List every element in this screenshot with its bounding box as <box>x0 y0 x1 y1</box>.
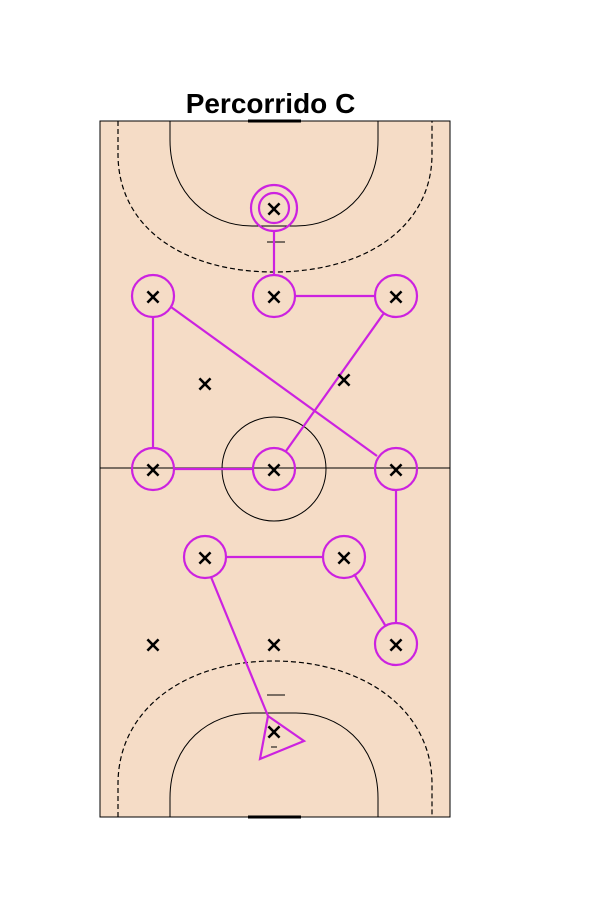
x-mark-icon: × <box>335 546 353 571</box>
x-mark-icon: × <box>265 285 283 310</box>
station-circle-icon <box>251 446 297 492</box>
station-circle-icon <box>373 273 419 319</box>
x-mark-icon: × <box>144 633 162 658</box>
x-mark-icon: × <box>387 458 405 483</box>
x-mark-icon: × <box>196 546 214 571</box>
station-circle-icon <box>373 621 419 667</box>
route-segment <box>353 573 386 626</box>
route-segment <box>209 576 270 717</box>
x-mark-icon: × <box>335 368 353 393</box>
bottom-penalty-area <box>169 712 379 817</box>
finish-triangle-icon <box>258 714 307 761</box>
route-segment <box>285 312 385 452</box>
x-mark-icon: × <box>144 458 162 483</box>
route-stations <box>130 183 419 761</box>
x-mark-icon: × <box>265 458 283 483</box>
top-penalty-area <box>169 121 379 227</box>
station-circle-icon <box>130 273 176 319</box>
cone-markers: × × × × × × × × × × × × × × × <box>144 197 405 745</box>
route-path <box>151 230 398 717</box>
x-mark-icon: × <box>265 720 283 745</box>
station-circle-icon <box>182 534 228 580</box>
bottom-dashed-arc <box>117 660 433 817</box>
x-mark-icon: × <box>265 633 283 658</box>
x-mark-icon: × <box>196 372 214 397</box>
start-station-inner-ring <box>257 191 291 225</box>
diagram-title: Percorrido C <box>185 88 356 119</box>
station-circle-icon <box>373 446 419 492</box>
x-mark-icon: × <box>387 633 405 658</box>
station-circle-icon <box>321 534 367 580</box>
x-mark-icon: × <box>387 285 405 310</box>
route-segment <box>170 306 378 457</box>
x-mark-icon: × <box>265 197 283 222</box>
station-circle-icon <box>251 273 297 319</box>
station-circle-icon <box>130 446 176 492</box>
start-station-double-circle-icon <box>249 183 299 233</box>
x-mark-icon: × <box>144 285 162 310</box>
